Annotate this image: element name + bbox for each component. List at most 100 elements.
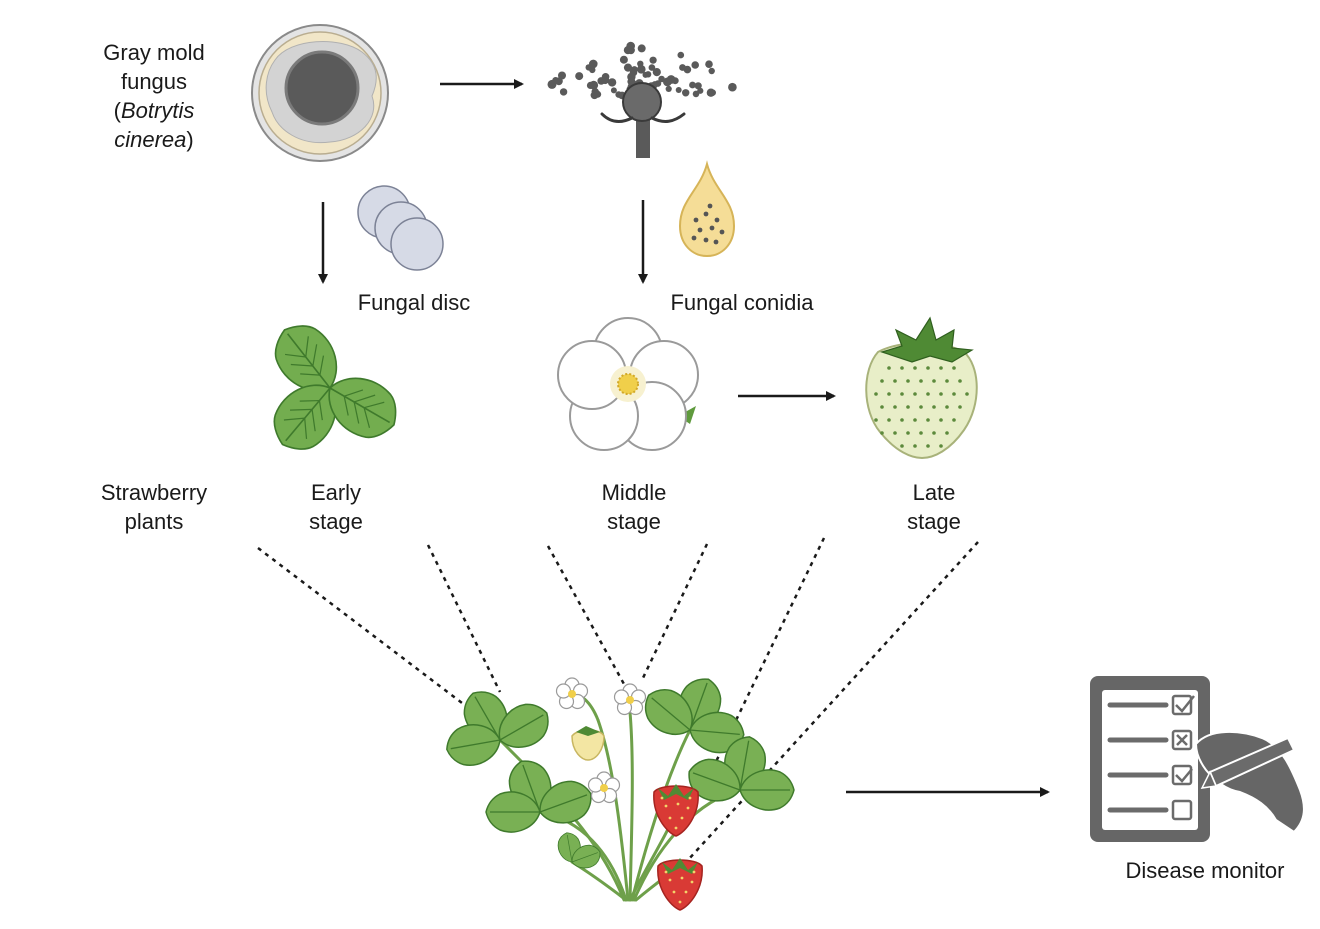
berry-seed	[874, 392, 878, 396]
spore-dot	[610, 87, 617, 94]
spore-dot	[649, 56, 657, 64]
berry-seed	[939, 444, 943, 448]
berry-seed	[887, 392, 891, 396]
checklist-clipboard-icon	[1090, 676, 1305, 842]
berry-seed	[900, 392, 904, 396]
berry-seed	[926, 366, 930, 370]
spore-dot	[654, 80, 662, 87]
spore-dot	[623, 63, 633, 72]
spore-dot	[629, 68, 638, 77]
label-early-line2: stage	[309, 509, 363, 534]
berry-seed	[913, 418, 917, 422]
spore-dot	[682, 89, 690, 97]
spore-dot	[709, 89, 716, 96]
berry-seed	[926, 418, 930, 422]
berry-seed	[932, 379, 936, 383]
label-strawberry-plants-line1: Strawberry	[100, 480, 208, 505]
spore-dot	[589, 59, 598, 69]
spore-dot	[689, 81, 696, 89]
conidia-droplet-icon	[678, 160, 736, 258]
spore-dot	[558, 71, 566, 80]
spore-dot	[586, 81, 595, 89]
berry-seed	[880, 405, 884, 409]
label-fungal-conidia: Fungal conidia	[670, 290, 814, 315]
berry-seed	[958, 379, 962, 383]
spore-dot	[705, 60, 713, 68]
conidiophore-icon	[547, 41, 737, 158]
label-middle-line1: Middle	[601, 480, 667, 505]
spore-dot	[575, 72, 584, 81]
label-strawberry-plants: Strawberry plants	[80, 478, 228, 536]
berry-seed	[939, 418, 943, 422]
label-middle-line2: stage	[607, 509, 661, 534]
spore-dot	[623, 46, 633, 55]
label-late-line1: Late	[912, 480, 956, 505]
label-disease-monitor: Disease monitor	[1125, 858, 1285, 883]
spore-dot	[637, 44, 646, 53]
berry-seed	[906, 431, 910, 435]
label-fungus-paren-open: (	[113, 98, 121, 123]
berry-seed	[919, 405, 923, 409]
spore-dot	[665, 85, 672, 92]
spore-dot	[648, 64, 656, 71]
spore-dot	[728, 82, 737, 92]
berry-seed	[906, 405, 910, 409]
berry-seed	[900, 444, 904, 448]
spore-dot	[627, 77, 636, 86]
green-strawberry-icon	[865, 316, 978, 460]
berry-seed	[952, 366, 956, 370]
berry-seed	[893, 405, 897, 409]
label-strawberry-plants-line2: plants	[124, 509, 184, 534]
spore-dot	[677, 51, 685, 59]
berry-seed	[926, 444, 930, 448]
spore-dot	[619, 55, 628, 64]
spore-dot	[694, 82, 702, 90]
spore-dot	[679, 64, 686, 71]
berry-seed	[900, 366, 904, 370]
projection-lines	[257, 537, 979, 861]
berry-seed	[932, 431, 936, 435]
berry-seed	[919, 431, 923, 435]
berry-seed	[952, 392, 956, 396]
berry-seed	[945, 405, 949, 409]
spore-dot	[552, 77, 559, 84]
spore-dot	[559, 88, 568, 96]
label-fungus-line2: fungus	[120, 69, 188, 94]
berry-seed	[939, 366, 943, 370]
berry-seed	[958, 405, 962, 409]
berry-seed	[887, 418, 891, 422]
berry-seed	[900, 418, 904, 422]
berry-seed	[939, 392, 943, 396]
berry-seed	[952, 418, 956, 422]
berry-seed	[932, 405, 936, 409]
berry-seed	[913, 366, 917, 370]
berry-seed	[965, 392, 969, 396]
label-fungal-disc: Fungal disc	[357, 290, 471, 315]
berry-seed	[926, 392, 930, 396]
berry-seed	[945, 379, 949, 383]
strawberry-leaf-icon	[260, 312, 409, 463]
spore-dot	[591, 88, 599, 96]
spore-dot	[691, 61, 699, 69]
label-fungus-line1: Gray mold	[103, 40, 205, 65]
berry-seed	[874, 418, 878, 422]
fungal-disc-icon	[357, 185, 444, 271]
spore-dot	[675, 87, 682, 93]
petri-dish-icon	[251, 24, 389, 162]
spore-dot	[615, 91, 622, 98]
strawberry-plant-icon	[442, 671, 795, 911]
berry-seed	[913, 444, 917, 448]
label-middle-stage: Middle stage	[584, 478, 684, 536]
spore-dot	[708, 67, 715, 75]
label-early-stage: Early stage	[286, 478, 386, 536]
spore-dot	[697, 87, 704, 94]
berry-seed	[893, 379, 897, 383]
label-botrytis: Botrytis	[120, 98, 195, 123]
spore-dot	[666, 75, 676, 84]
berry-seed	[906, 379, 910, 383]
spore-dot	[652, 68, 661, 77]
strawberry-flower-icon	[557, 317, 699, 451]
spore-dot	[637, 65, 646, 74]
